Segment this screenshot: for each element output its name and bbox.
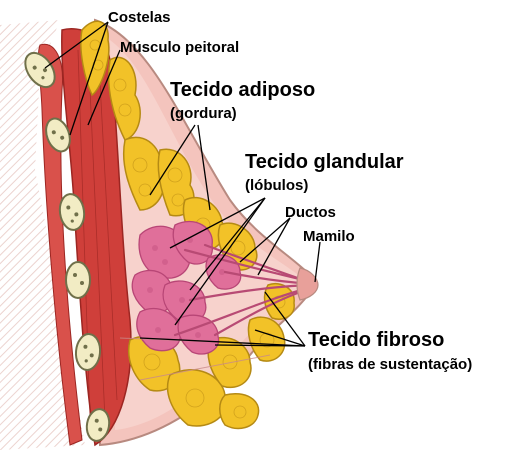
fat-cluster — [220, 394, 259, 429]
nipple — [297, 268, 318, 300]
label-glandular-sub: (lóbulos) — [245, 178, 308, 193]
label-glandular-tissue: Tecido glandular — [245, 152, 404, 172]
label-adipose-tissue: Tecido adiposo — [170, 80, 315, 100]
label-nipple: Mamilo — [303, 229, 355, 244]
label-adipose-sub: (gordura) — [170, 106, 237, 121]
rib — [66, 262, 90, 298]
label-ribs: Costelas — [108, 10, 171, 25]
label-fibrous-tissue: Tecido fibroso — [308, 330, 444, 350]
label-ducts: Ductos — [285, 205, 336, 220]
label-fibrous-sub: (fibras de sustentação) — [308, 357, 472, 372]
label-pectoral-muscle: Músculo peitoral — [120, 40, 239, 55]
